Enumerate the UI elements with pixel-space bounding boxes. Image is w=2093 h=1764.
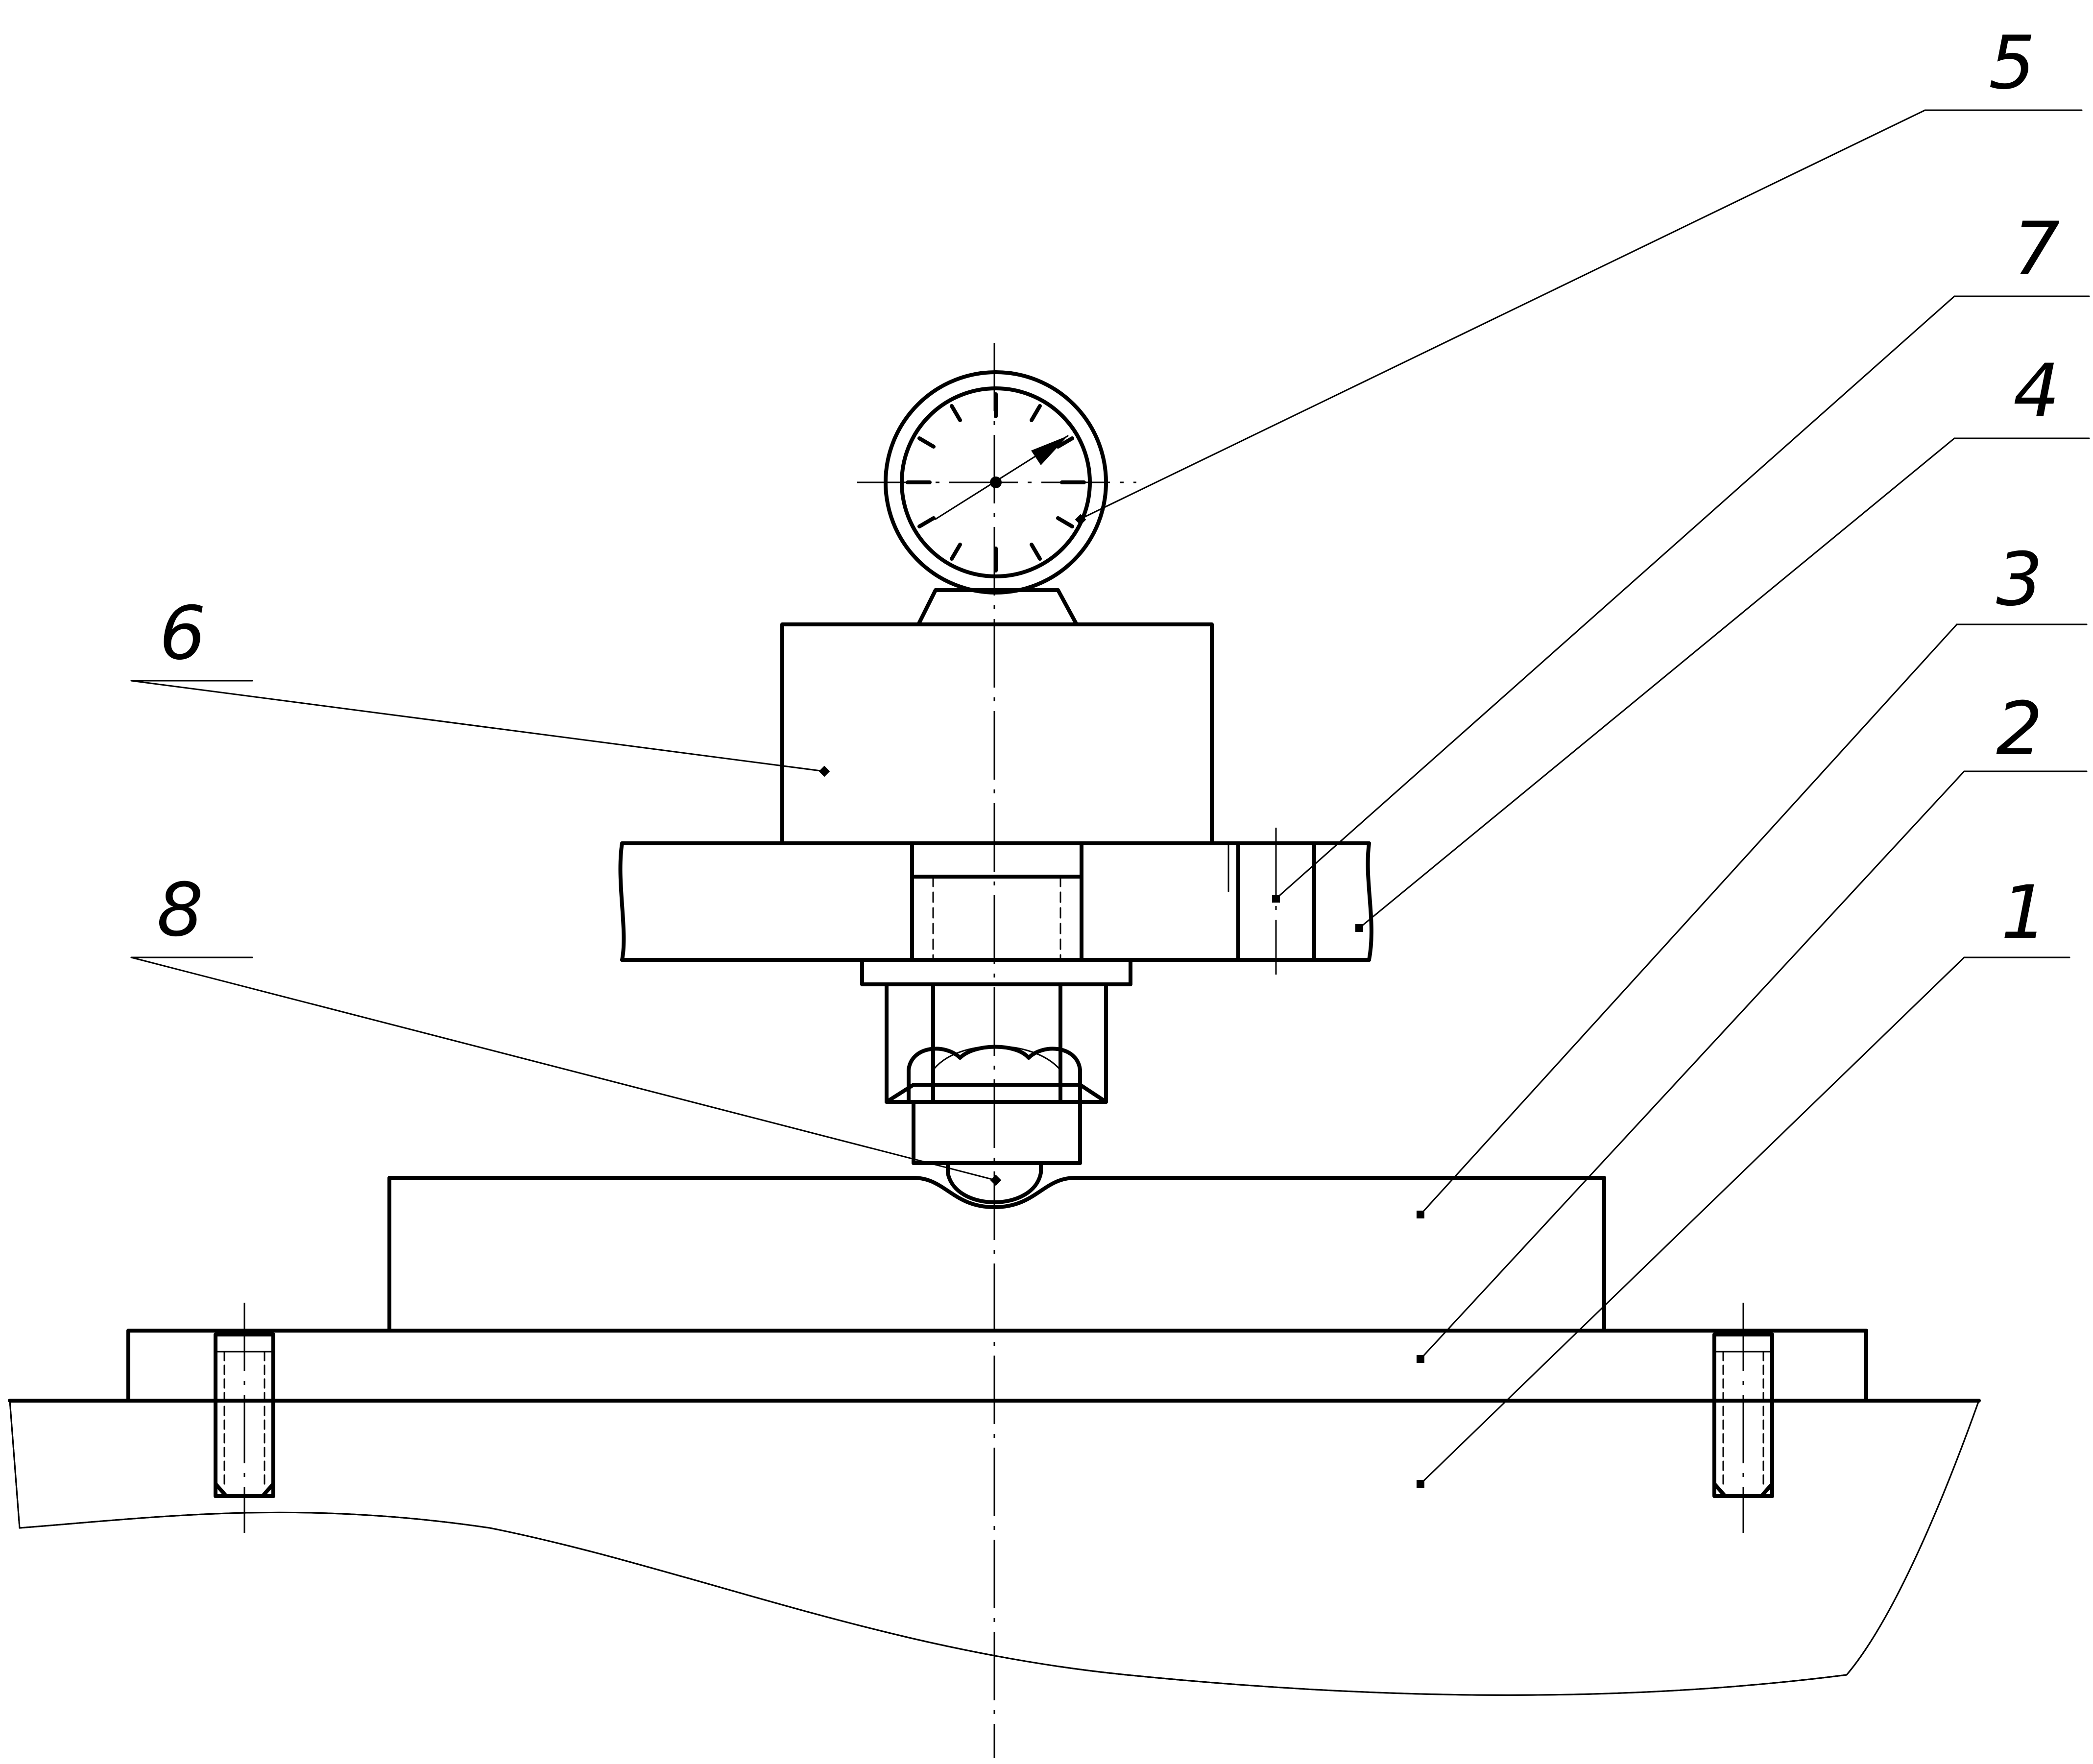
callout-4: 4 xyxy=(2013,349,2060,434)
callout-1: 1 xyxy=(2001,870,2047,955)
indicator-body xyxy=(780,588,1214,845)
leaders xyxy=(130,109,2090,1485)
workpiece xyxy=(387,1176,1606,1333)
callout-7: 7 xyxy=(2013,207,2060,292)
right-bolt xyxy=(1712,1303,1774,1533)
callout-8: 8 xyxy=(157,868,203,953)
lock-nut xyxy=(860,958,1132,1204)
stem-housing xyxy=(910,841,1083,962)
callout-labels: 5 7 4 3 2 1 6 8 xyxy=(157,21,2060,955)
needle-arrow-icon xyxy=(1031,436,1068,465)
callout-3: 3 xyxy=(1996,537,2043,622)
callout-6: 6 xyxy=(159,591,206,676)
leader-dots xyxy=(818,514,1424,1488)
callout-2: 2 xyxy=(1996,687,2043,772)
dial-gauge xyxy=(857,370,1136,595)
support-plate xyxy=(126,1329,1868,1403)
callout-5: 5 xyxy=(1989,21,2035,106)
bracket-section xyxy=(618,828,1373,975)
left-bolt xyxy=(214,1303,275,1533)
